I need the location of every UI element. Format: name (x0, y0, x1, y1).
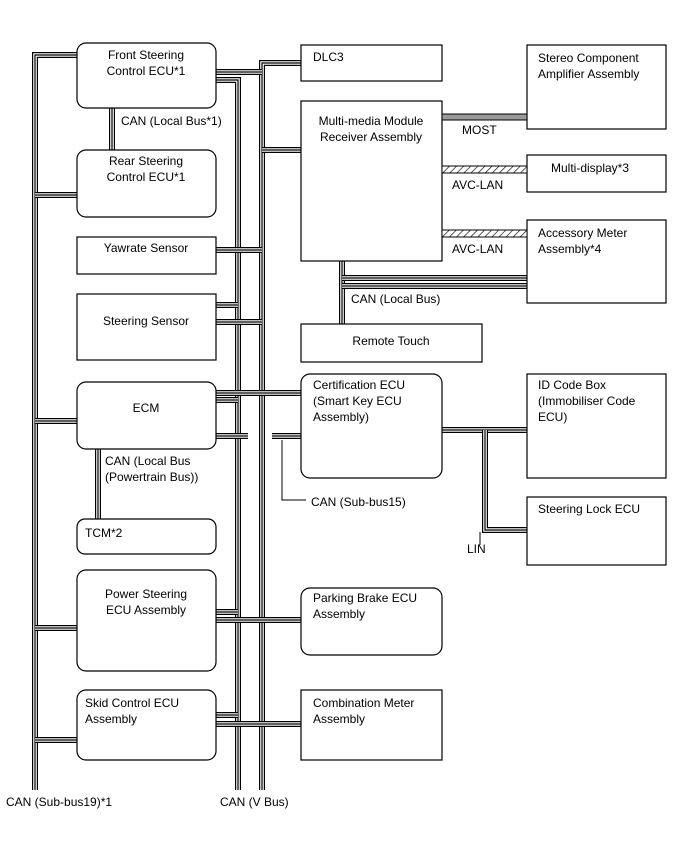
dlc3: DLC3 (300, 44, 443, 82)
label-avc-lan-1: AVC-LAN (452, 178, 503, 192)
power-steering-ecu-assembly: Power Steering ECU Assembly (76, 569, 217, 672)
box-label-line: (Immobiliser Code (538, 394, 636, 408)
box-label-line: ECU Assembly (106, 603, 186, 617)
box-label-line: ECM (133, 401, 160, 415)
can-v-bus-trunk (261, 62, 301, 790)
bus-lines (32, 52, 527, 790)
tcm: TCM*2 (76, 518, 217, 555)
id-code-box: ID Code Box (Immobiliser Code ECU) (526, 373, 667, 479)
box-label-line: DLC3 (313, 50, 344, 64)
box-label-line: Steering Lock ECU (538, 502, 640, 516)
box-label-line: Stereo Component (538, 51, 639, 65)
lin-steering-lock (483, 430, 527, 532)
box-label-line: Control ECU*1 (107, 64, 186, 78)
can-sub-bus19-trunk (34, 54, 77, 790)
label-lin: LIN (467, 542, 486, 556)
box-label-line: Rear Steering (109, 154, 183, 168)
certification-ecu: Certification ECU (Smart Key ECU Assembl… (300, 373, 443, 479)
box-label-line: Receiver Assembly (320, 130, 422, 144)
parking-brake-ecu-assembly: Parking Brake ECU Assembly (300, 587, 443, 656)
box-label-line: Multi-display*3 (551, 161, 629, 175)
box-label-line: Amplifier Assembly (538, 67, 639, 81)
label-avc-lan-2: AVC-LAN (452, 242, 503, 256)
avc-lan-link-multi-display (441, 165, 528, 174)
skid-control-ecu-assembly: Skid Control ECU Assembly (76, 689, 217, 761)
label-can-local-bus-powertrain-2: (Powertrain Bus)) (105, 470, 198, 484)
avc-lan-link-accessory-meter (441, 229, 528, 238)
box-label-line: Skid Control ECU (85, 696, 179, 710)
multimedia-module-receiver-assembly: Multi-media Module Receiver Assembly (300, 100, 443, 262)
combination-meter-assembly: Combination Meter Assembly (300, 689, 443, 761)
can-v-bus-trunk (259, 60, 301, 790)
box-label-line: Remote Touch (352, 334, 429, 348)
box-label-line: ECU) (538, 410, 567, 424)
box-label-line: Parking Brake ECU (313, 591, 417, 605)
box-label-line: Certification ECU (313, 378, 405, 392)
box-label-line: Assembly) (313, 410, 369, 424)
rear-steering-control-ecu: Rear Steering Control ECU*1 (76, 149, 217, 218)
box-label-line: Multi-media Module (319, 114, 424, 128)
box-label-line: Assembly*4 (538, 242, 602, 256)
box-label-line: ID Code Box (538, 378, 606, 392)
lin-steering-lock (482, 430, 527, 533)
box-label-line: Combination Meter (313, 696, 414, 710)
box-label-line: (Smart Key ECU (313, 394, 402, 408)
accessory-meter-assembly: Accessory Meter Assembly*4 (526, 219, 667, 304)
box-label-line: Steering Sensor (103, 314, 189, 328)
steering-sensor: Steering Sensor (76, 293, 217, 361)
can-v-bus-trunk (260, 61, 301, 790)
box-label-line: Assembly (313, 607, 365, 621)
label-can-v-bus: CAN (V Bus) (220, 795, 289, 809)
box-label-line: Power Steering (105, 587, 187, 601)
box-label-line: Yawrate Sensor (104, 241, 189, 255)
label-can-local-bus: CAN (Local Bus) (351, 292, 440, 306)
box-label-line: TCM*2 (85, 526, 123, 540)
box-label-line: Assembly (313, 712, 365, 726)
box-label-line: Front Steering (108, 48, 184, 62)
remote-touch: Remote Touch (300, 323, 483, 363)
stereo-component-amplifier-assembly: Stereo Component Amplifier Assembly (526, 44, 667, 130)
multi-display: Multi-display*3 (526, 154, 667, 193)
label-can-sub-bus15: CAN (Sub-bus15) (311, 495, 406, 509)
label-can-sub-bus19: CAN (Sub-bus19)*1 (6, 795, 112, 809)
box-label-line: Control ECU*1 (107, 170, 186, 184)
ecm: ECM (76, 381, 217, 450)
label-most: MOST (462, 123, 497, 137)
box-label-line: Accessory Meter (538, 226, 627, 240)
label-can-local-bus-1: CAN (Local Bus*1) (121, 114, 222, 128)
front-steering-control-ecu: Front Steering Control ECU*1 (76, 42, 217, 109)
sub-bus15-leader-line (281, 440, 306, 501)
lin-steering-lock (484, 430, 527, 531)
box-label-line: Assembly (85, 712, 137, 726)
steering-lock-ecu: Steering Lock ECU (526, 496, 667, 566)
yawrate-sensor: Yawrate Sensor (76, 236, 217, 275)
can-sub-bus19-second (216, 79, 239, 790)
most-link (441, 113, 528, 121)
label-can-local-bus-powertrain: CAN (Local Bus (105, 454, 190, 468)
